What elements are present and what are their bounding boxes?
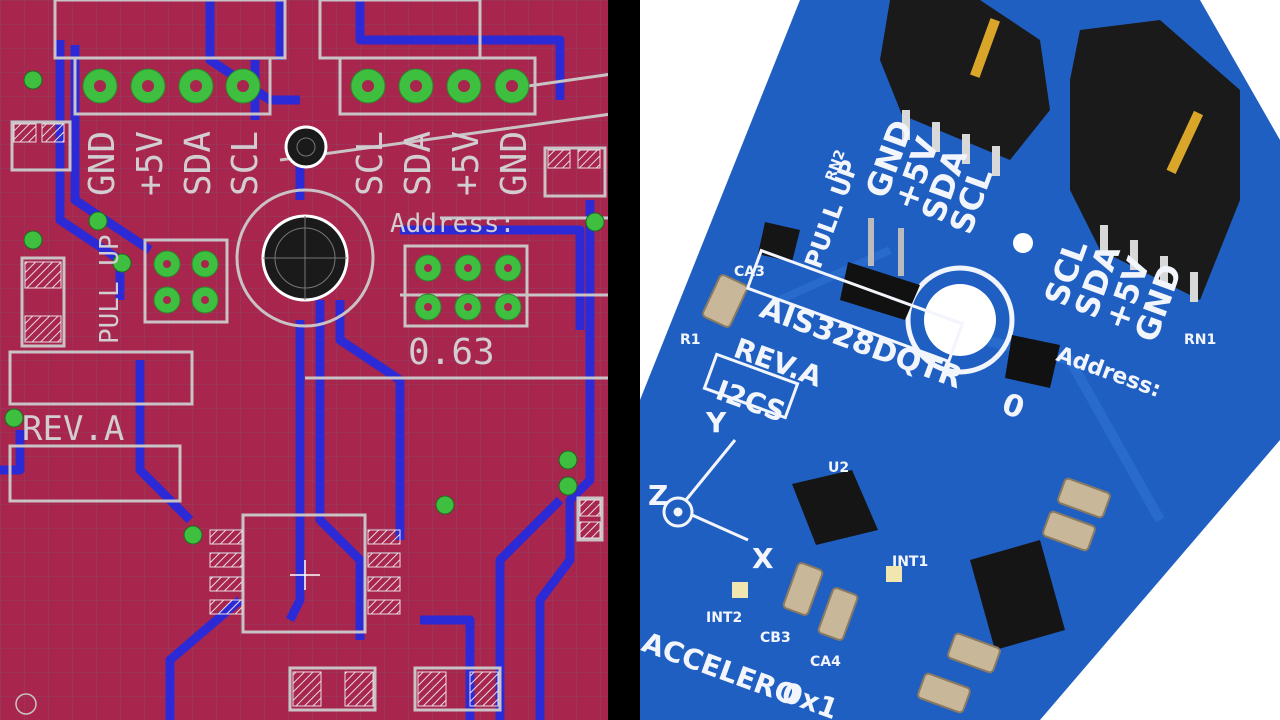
address-jumper (1005, 335, 1060, 388)
grid (0, 0, 610, 720)
left-pin-2: SDA (178, 131, 219, 196)
label-ca3: CA3 (734, 264, 765, 280)
axis-indicator (662, 439, 749, 542)
th-pads (82, 68, 530, 321)
right-pin-1: SDA (398, 131, 439, 196)
label-int2: INT2 (706, 610, 742, 626)
mounting-hole (924, 284, 996, 356)
revision-label: REV.A (22, 409, 124, 449)
address-label: Address: (390, 209, 515, 239)
board-photo: GND +5V SDA SCL SCL SDA +5V GND PULL UP … (640, 0, 1280, 720)
axis-z: Z (648, 479, 668, 512)
origin-crosses (15, 560, 320, 715)
photo-left-pin-labels: GND +5V SDA SCL (858, 115, 1001, 239)
smd-pads (13, 123, 601, 707)
left-pin-3: SCL (225, 131, 266, 196)
label-rn1: RN1 (1184, 332, 1216, 348)
label-ca4: CA4 (810, 654, 841, 670)
pullup-label: PULL UP (95, 234, 125, 344)
mounting-ring (905, 265, 1015, 375)
photo-canvas: GND +5V SDA SCL SCL SDA +5V GND PULL UP … (640, 0, 1280, 720)
label-cb3: CB3 (760, 630, 791, 646)
left-pin-labels: GND +5V SDA SCL (82, 131, 266, 196)
mounting-holes (261, 125, 349, 302)
capacitors (702, 274, 1111, 714)
accelerometer-chip (792, 470, 878, 545)
left-pin-0: GND (82, 131, 123, 196)
traces (0, 0, 595, 720)
pcb-layout-view: GND +5V SDA SCL SCL SDA +5V GND Address:… (0, 0, 640, 720)
pullup-header (840, 218, 920, 320)
label-u2: U2 (828, 460, 849, 476)
right-pin-3: GND (494, 131, 535, 196)
left-pin-1: +5V (130, 131, 171, 196)
jst-connector-right (1070, 20, 1240, 302)
jumper-value: 0.63 (408, 332, 495, 373)
axis-y: Y (705, 406, 727, 439)
pcb-canvas[interactable]: GND +5V SDA SCL SCL SDA +5V GND Address:… (0, 0, 640, 720)
regulator-chip (970, 540, 1065, 650)
right-pin-labels: SCL SDA +5V GND (350, 131, 535, 196)
label-r1: R1 (680, 332, 701, 348)
right-pin-0: SCL (350, 131, 391, 196)
axis-x: X (752, 542, 774, 575)
vias (4, 70, 605, 545)
panel-divider (608, 0, 640, 720)
test-pads (732, 566, 902, 598)
right-pin-2: +5V (446, 131, 487, 196)
jst-connector-left (880, 0, 1050, 176)
small-hole (1013, 233, 1033, 253)
